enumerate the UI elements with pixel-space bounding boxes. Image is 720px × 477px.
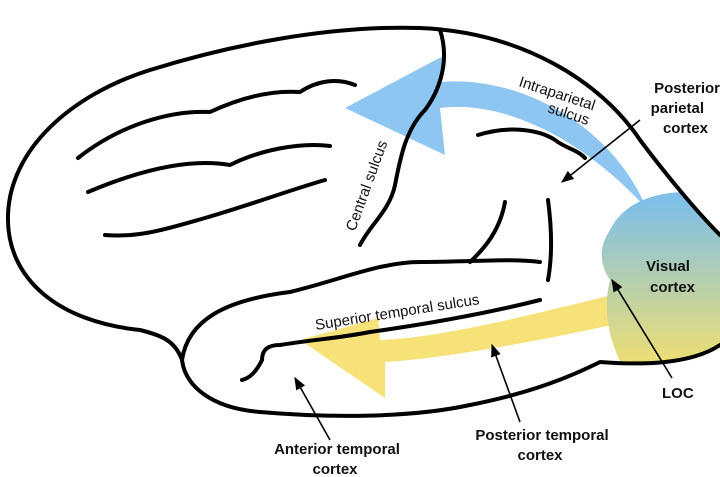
postcentral-sulcus-line	[470, 202, 505, 262]
frontal-sulcus-middle	[88, 145, 330, 192]
parietal-sulcus-descending	[548, 200, 551, 280]
pointer-anterior-temporal	[295, 378, 330, 440]
label-central-sulcus: Central sulcus	[343, 138, 391, 233]
label-visual-cortex-2: cortex	[650, 279, 696, 296]
label-posterior-temporal-2: cortex	[517, 447, 563, 464]
label-visual-cortex-1: Visual	[646, 258, 690, 275]
pointer-posterior-temporal	[492, 345, 520, 422]
frontal-sulcus-lower	[105, 180, 325, 236]
label-anterior-temporal-2: cortex	[312, 461, 358, 477]
label-posterior-parietal-3: cortex	[663, 120, 709, 137]
inferior-temporal-sulcus-stub	[242, 360, 262, 380]
label-posterior-parietal-2: parietal	[651, 100, 704, 117]
label-posterior-temporal-1: Posterior temporal	[475, 427, 608, 444]
label-loc: LOC	[662, 385, 694, 402]
label-anterior-temporal-1: Anterior temporal	[274, 441, 400, 458]
label-posterior-parietal-1: Posterior	[654, 80, 720, 97]
dorsal-stream-arrow	[345, 55, 648, 232]
